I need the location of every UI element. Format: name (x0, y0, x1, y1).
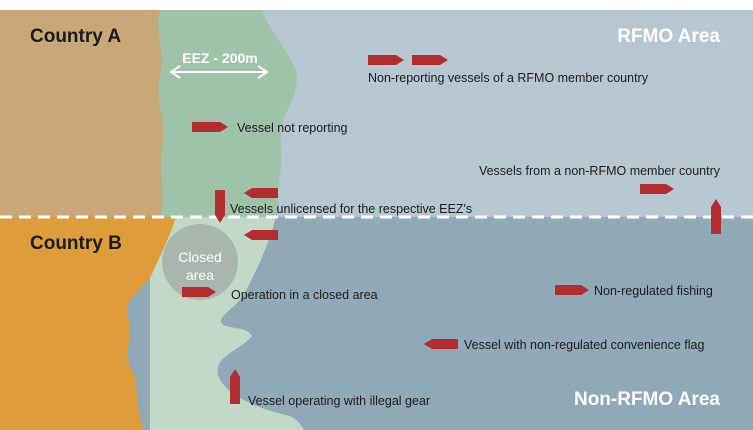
boat-arrow-icon (192, 122, 228, 132)
eez-arrow-left-head (169, 65, 181, 79)
eez-zone-upper (150, 10, 297, 217)
eez-200m-marker: EEZ - 200m (169, 50, 269, 79)
boat-arrow-icon (244, 230, 278, 240)
closed-area-circle (162, 224, 238, 300)
label-vessel-not-reporting: Vessel not reporting (237, 121, 348, 135)
closed-area-label-line1: Closed (178, 249, 222, 265)
boat-arrow-icon (230, 369, 240, 404)
label-non-reporting-member: Non-reporting vessels of a RFMO member c… (368, 71, 649, 85)
label-illegal-gear: Vessel operating with illegal gear (248, 394, 430, 408)
label-unlicensed-eez: Vessels unlicensed for the respective EE… (230, 202, 472, 216)
boat-arrow-icon (555, 285, 589, 295)
label-convenience-flag: Vessel with non-regulated convenience fl… (464, 338, 704, 352)
boat-arrow-icon (640, 184, 674, 194)
country-a-title: Country A (30, 26, 121, 47)
boat-arrow-icon (424, 339, 458, 349)
label-non-regulated-fishing: Non-regulated fishing (594, 284, 713, 298)
boat-arrow-icon (244, 188, 278, 198)
rfmo-area-title: RFMO Area (617, 26, 720, 47)
closed-area-label-line2: area (186, 267, 214, 283)
boat-arrow-icon (368, 55, 404, 65)
boat-arrow-icon (215, 190, 225, 223)
eez-arrow-right-head (257, 65, 269, 79)
vessels (182, 55, 721, 404)
country-b-title: Country B (30, 233, 122, 254)
country-b-land (0, 217, 176, 430)
label-closed-area-operation: Operation in a closed area (231, 288, 378, 302)
eez-200m-label: EEZ - 200m (182, 50, 257, 66)
boat-arrow-icon (412, 55, 448, 65)
non-rfmo-area-title: Non-RFMO Area (574, 389, 720, 410)
country-a-land (0, 10, 164, 217)
boat-arrow-icon (182, 287, 216, 297)
boat-arrow-icon (711, 199, 721, 234)
label-non-member-country: Vessels from a non-RFMO member country (479, 164, 721, 178)
